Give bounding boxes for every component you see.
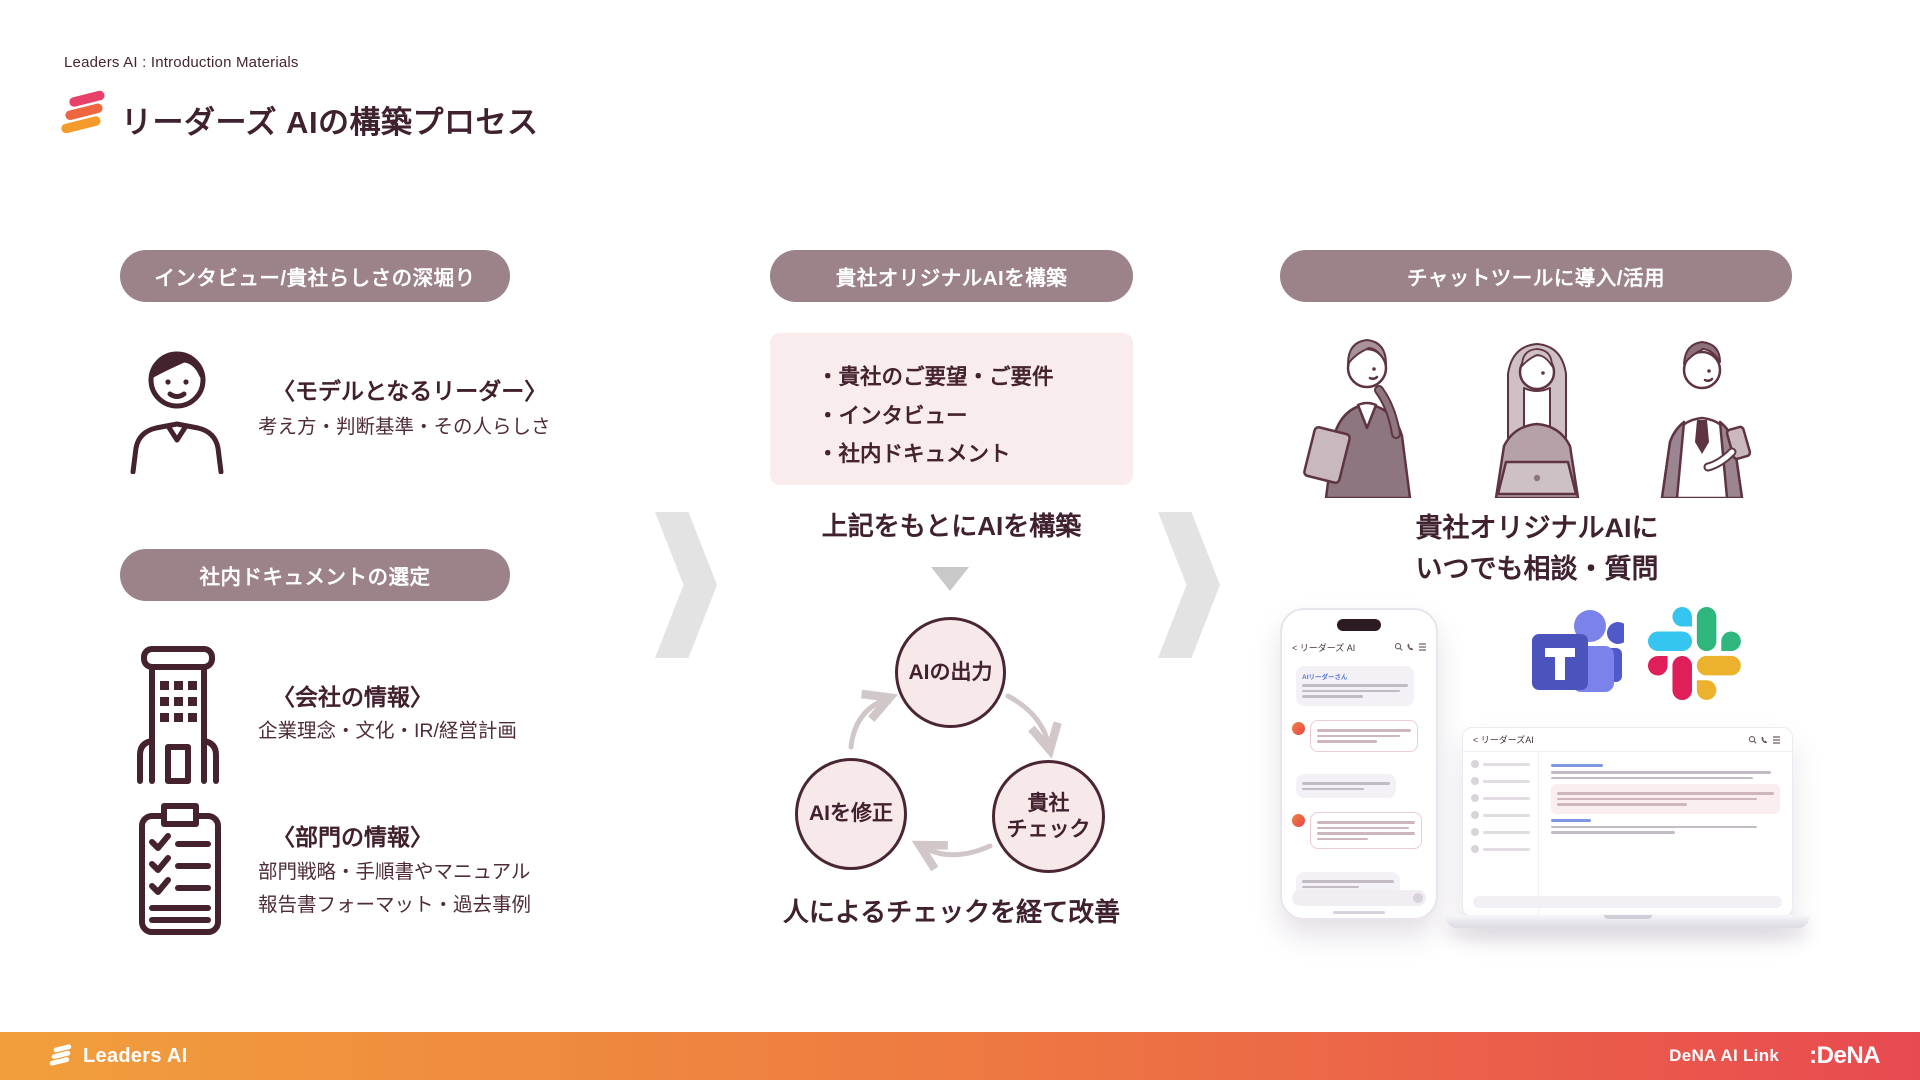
right-heading-line2: いつでも相談・質問 — [1415, 554, 1659, 584]
step3-pill: チャットツールに導入/活用 — [1280, 250, 1792, 302]
laptop-mockup: < リーダーズAI — [1462, 727, 1793, 917]
phone-home-indicator — [1333, 911, 1385, 914]
cycle-node-ai-output-label: AIの出力 — [908, 660, 993, 684]
footer-brand-label: Leaders AI — [83, 1044, 188, 1067]
dena-logo-text: DeNA — [1816, 1042, 1881, 1069]
flow-chevron-2 — [1158, 512, 1220, 658]
leader-desc: 考え方・判断基準・その人らしさ — [258, 416, 551, 438]
phone-header-icons — [1394, 643, 1426, 651]
footer-bar: Leaders AI DeNA AI Link :DeNA — [0, 1032, 1920, 1080]
phone-message-ai-2 — [1296, 774, 1396, 798]
footer-brand: Leaders AI — [48, 1042, 188, 1070]
triangle-down-icon — [931, 567, 969, 591]
cycle-node-client-check-line2: チェック — [1006, 817, 1091, 841]
microsoft-teams-icon — [1532, 610, 1624, 692]
company-heading: 〈会社の情報〉 — [272, 684, 433, 710]
phone-mockup: < リーダーズ AI AIリーダーさん — [1280, 608, 1438, 920]
dena-logo: :DeNA — [1809, 1042, 1881, 1069]
step3-pill-label: チャットツールに導入/活用 — [1407, 267, 1665, 290]
laptop-chat-title: < リーダーズAI — [1473, 735, 1534, 745]
step2-pill-label: 貴社オリジナルAIを構築 — [835, 267, 1068, 290]
phone-notch — [1337, 619, 1381, 631]
call-icon — [1761, 736, 1768, 743]
phone-message-ai: AIリーダーさん — [1296, 666, 1414, 706]
page-title: リーダーズ AIの構築プロセス — [121, 105, 539, 140]
cycle-node-client-check: 貴社 チェック — [992, 760, 1105, 873]
laptop-sidebar — [1463, 752, 1539, 916]
phone-input-bar — [1292, 890, 1426, 906]
phone-chat-title: < リーダーズ AI — [1292, 642, 1356, 653]
step2-pill: 貴社オリジナルAIを構築 — [770, 250, 1133, 302]
documents-checklist-icon — [139, 803, 221, 935]
company-building-icon — [137, 646, 219, 784]
laptop-input-bar — [1473, 896, 1782, 908]
footer-leaders-ai-logo-icon — [49, 1044, 72, 1066]
phone-sender-name: AIリーダーさん — [1302, 674, 1348, 681]
step1-pill-label: インタビュー/貴社らしさの深堀り — [154, 267, 476, 290]
leader-person-icon — [130, 351, 224, 474]
cycle-node-ai-fix-label: AIを修正 — [809, 802, 893, 825]
right-heading: 貴社オリジナルAIに いつでも相談・質問 — [1312, 508, 1762, 590]
cycle-caption: 人によるチェックを経て改善 — [782, 897, 1121, 927]
division-desc-line1: 部門戦略・手順書やマニュアル — [258, 861, 531, 883]
division-desc-line2: 報告書フォーマット・過去事例 — [258, 894, 532, 916]
footer-dena-ai-link-label: DeNA AI Link — [1669, 1046, 1780, 1065]
laptop-chat-area — [1539, 752, 1792, 916]
laptop-base — [1446, 915, 1809, 928]
laptop-header-icons — [1748, 735, 1780, 744]
call-icon — [1407, 643, 1414, 651]
step1b-pill: 社内ドキュメントの選定 — [120, 549, 510, 601]
cycle-node-ai-output: AIの出力 — [895, 617, 1006, 728]
phone-avatar-2 — [1292, 814, 1305, 827]
search-icon — [1748, 735, 1756, 742]
search-icon — [1394, 643, 1402, 650]
menu-icon — [1773, 735, 1780, 744]
inputs-bullet-3: ・社内ドキュメント — [817, 442, 1011, 466]
right-heading-line1: 貴社オリジナルAIに — [1415, 513, 1659, 543]
cycle-node-client-check-line1: 貴社 — [1027, 791, 1070, 815]
build-label: 上記をもとにAIを構築 — [821, 511, 1082, 541]
division-heading: 〈部門の情報〉 — [272, 824, 433, 850]
people-illustration — [1303, 339, 1752, 498]
phone-message-user-2 — [1310, 812, 1422, 849]
phone-avatar — [1292, 722, 1305, 735]
slack-icon — [1648, 607, 1741, 700]
cycle-arrows — [848, 689, 1062, 872]
company-desc: 企業理念・文化・IR/経営計画 — [258, 720, 517, 742]
inputs-box — [770, 333, 1133, 485]
inputs-bullet-1: ・貴社のご要望・ご要件 — [817, 365, 1054, 389]
step1-pill: インタビュー/貴社らしさの深堀り — [120, 250, 510, 302]
cycle-node-ai-fix: AIを修正 — [795, 758, 907, 870]
leaders-ai-logo-icon — [61, 90, 105, 134]
leader-heading: 〈モデルとなるリーダー〉 — [272, 378, 548, 404]
eyebrow-text: Leaders AI : Introduction Materials — [64, 54, 299, 71]
flow-chevron-1 — [655, 512, 717, 658]
inputs-bullet-2: ・インタビュー — [817, 404, 968, 428]
menu-icon — [1419, 643, 1426, 651]
phone-message-user — [1310, 720, 1418, 752]
step1b-pill-label: 社内ドキュメントの選定 — [199, 566, 431, 589]
